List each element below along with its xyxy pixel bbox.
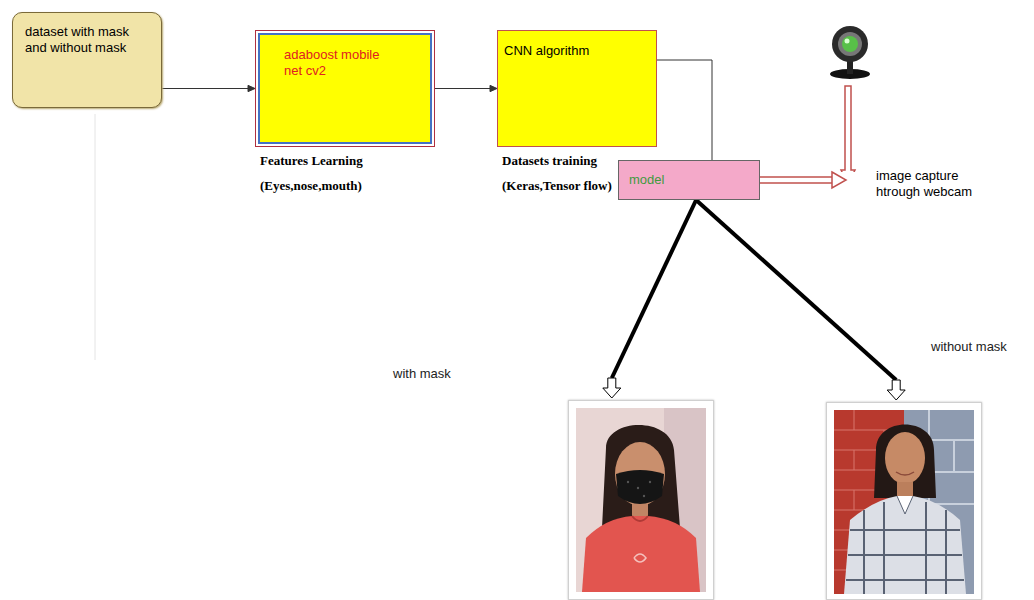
connector-line [760,182,832,184]
hair [602,425,680,528]
webcam-body [832,26,868,62]
arrow-head [832,172,846,188]
arrow-head [248,85,255,91]
connector-line [760,176,832,178]
face [885,432,925,484]
connector [696,200,905,400]
feature-label: adaboost mobile net cv2 [284,47,396,79]
webcam-glint [845,39,850,44]
arrow-head [603,378,621,398]
connector [760,172,846,188]
webcam-stand [847,60,853,74]
connector [162,85,255,91]
photo-frame: without mask [826,402,982,600]
connector-line [435,88,491,89]
face [615,442,665,506]
model-label: model [629,172,749,188]
connector [657,60,712,160]
mouth [896,472,914,475]
arrow-head [887,380,905,400]
photo-frame: with mask [568,400,714,600]
guide-line [95,114,96,360]
neck [632,504,648,518]
dataset-label: dataset with mask and without mask [25,24,149,56]
training-box: CNN algorithmDatasets training (Keras,Te… [497,30,657,147]
face-mask [616,470,664,504]
photo-without-mask [834,410,974,594]
neck [897,482,913,496]
mask-dot [637,487,639,489]
webcam-ring [838,32,862,56]
collar [897,496,913,514]
webcam-lens [842,36,858,52]
mask-dot [627,481,629,483]
class-label: with mask [393,366,451,381]
hair [874,425,936,499]
mask-dot [643,495,645,497]
connector-line [696,200,896,380]
model-box: model [618,160,760,200]
arrow-head [490,85,497,91]
feature-heading: Features Learning (Eyes,nose,mouth) [260,148,412,198]
class-label: without mask [931,339,1007,354]
connector-line [162,88,249,89]
connector [603,200,696,398]
shirt [844,496,966,594]
shirt [582,516,700,592]
webcam-label: image capture htrough webcam [876,168,998,200]
connector [435,85,497,91]
webcam-illustration [816,22,886,172]
shirt-checks [846,502,964,594]
training-label: CNN algorithm [504,43,648,59]
collar [632,516,648,521]
webcam-node: image capture htrough webcam [840,22,1000,207]
connector-line [657,60,712,160]
dataset-box: dataset with mask and without mask [12,12,162,108]
mask-dot [649,481,651,483]
photo-with-mask [576,408,706,592]
feature-box: adaboost mobile net cv2Features Learning… [255,30,435,147]
photo-background [576,408,706,592]
connector-line [612,200,696,378]
capture-arrow [841,86,855,172]
shirt-print [634,554,646,562]
